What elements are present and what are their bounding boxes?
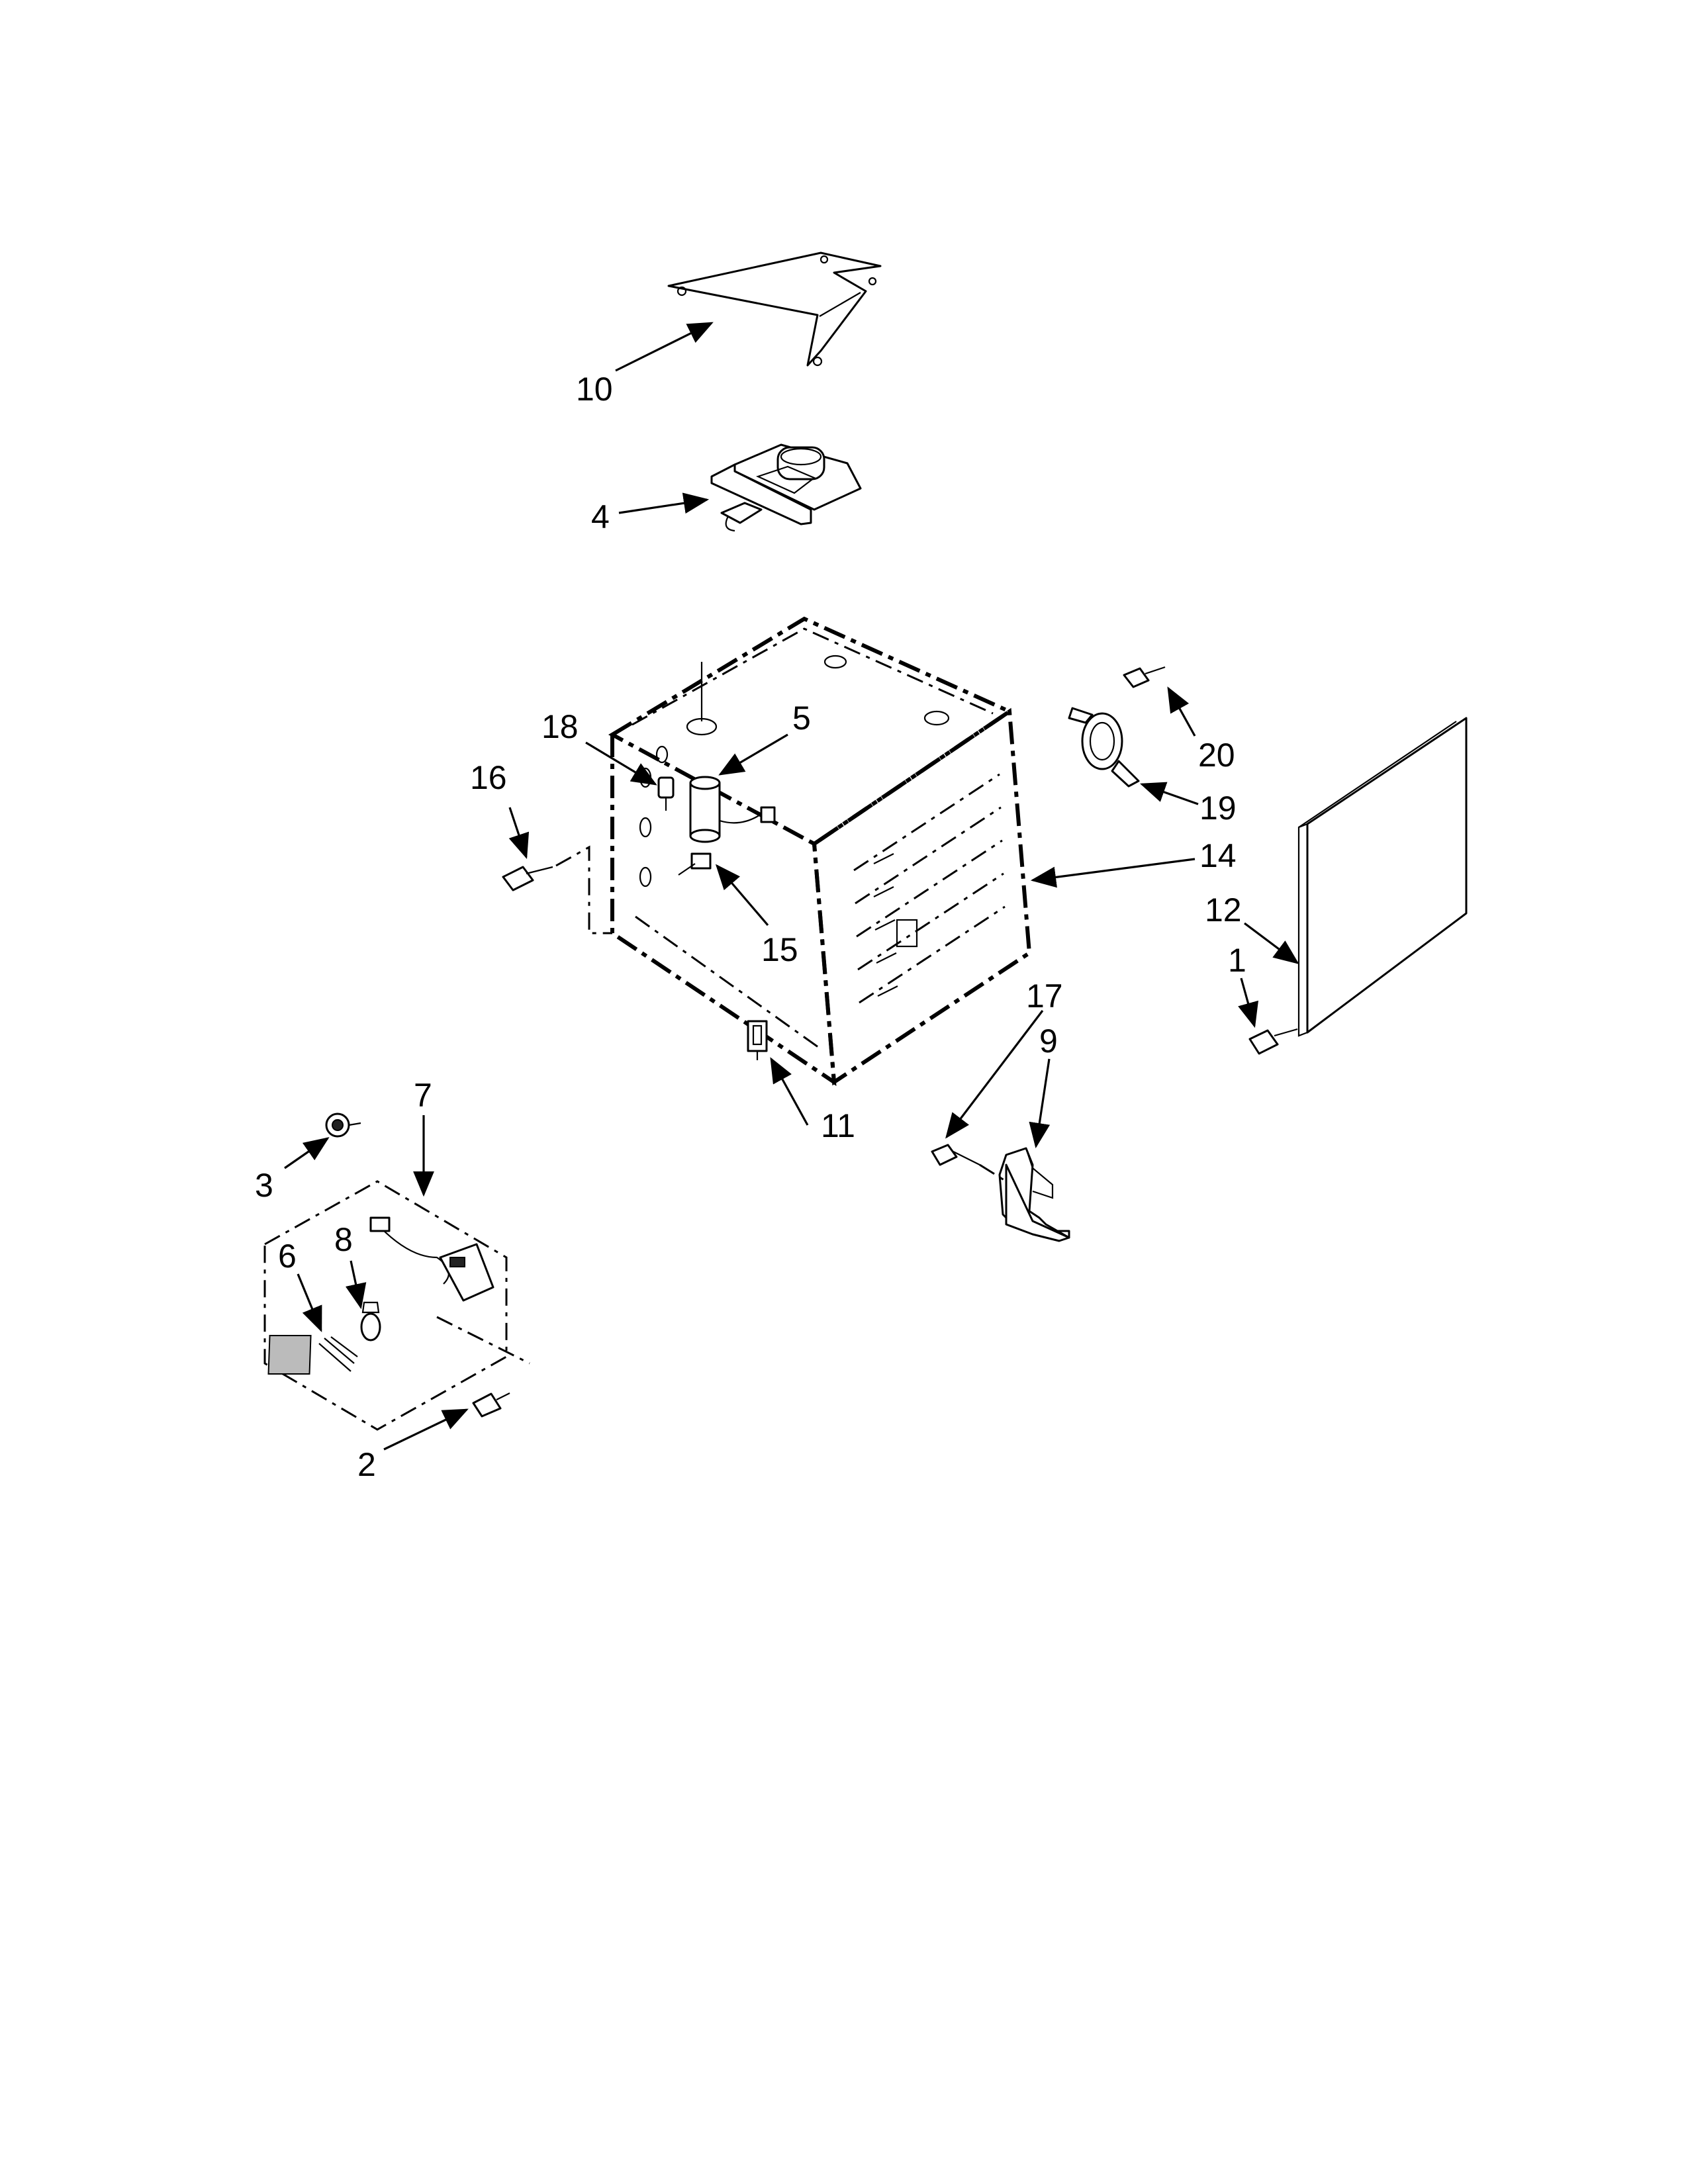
callout-20: 20 (1198, 737, 1235, 774)
part-18-screw (657, 776, 675, 811)
part-1-screw (1248, 1028, 1298, 1055)
part-17-screw (931, 1144, 1007, 1183)
callout-5: 5 (792, 700, 811, 737)
part-20-screw (1123, 666, 1166, 688)
callout-2: 2 (357, 1446, 376, 1483)
callout-18: 18 (541, 708, 579, 745)
part-11-clip (747, 1020, 768, 1060)
callout-17: 17 (1026, 978, 1063, 1015)
callout-7: 7 (414, 1077, 432, 1114)
part-7-light-kit (263, 1180, 530, 1431)
part-6-lens (267, 1335, 358, 1375)
callout-4: 4 (591, 498, 610, 535)
callout-8: 8 (334, 1221, 353, 1258)
part-9-bracket (998, 1147, 1070, 1242)
callout-3: 3 (255, 1167, 273, 1204)
part-3-knob (325, 1113, 361, 1138)
callout-9: 9 (1039, 1023, 1058, 1060)
callout-labels: 10 4 18 5 16 15 20 19 14 12 1 17 9 11 7 … (255, 371, 1246, 1483)
part-10-plate (667, 251, 882, 367)
callout-12: 12 (1205, 891, 1242, 929)
callout-10: 10 (576, 371, 613, 408)
callout-6: 6 (278, 1238, 297, 1275)
leader-lines (284, 322, 1299, 1451)
callout-19: 19 (1199, 790, 1237, 827)
part-5-cylinder (689, 776, 776, 843)
part-2-screw (472, 1392, 510, 1418)
callout-14: 14 (1199, 837, 1237, 874)
part-8-bulb (360, 1301, 381, 1342)
part-16-screw (502, 845, 612, 934)
callout-11: 11 (821, 1107, 855, 1144)
part-15-connector (678, 852, 712, 876)
callout-1: 1 (1228, 942, 1246, 979)
callout-16: 16 (470, 759, 507, 796)
part-4-bracket (710, 443, 862, 532)
callout-15: 15 (761, 931, 798, 968)
part-14-oven-cavity (608, 616, 1032, 1086)
part-19-thermostat (1068, 707, 1140, 788)
part-12-side-panel (1297, 717, 1468, 1037)
